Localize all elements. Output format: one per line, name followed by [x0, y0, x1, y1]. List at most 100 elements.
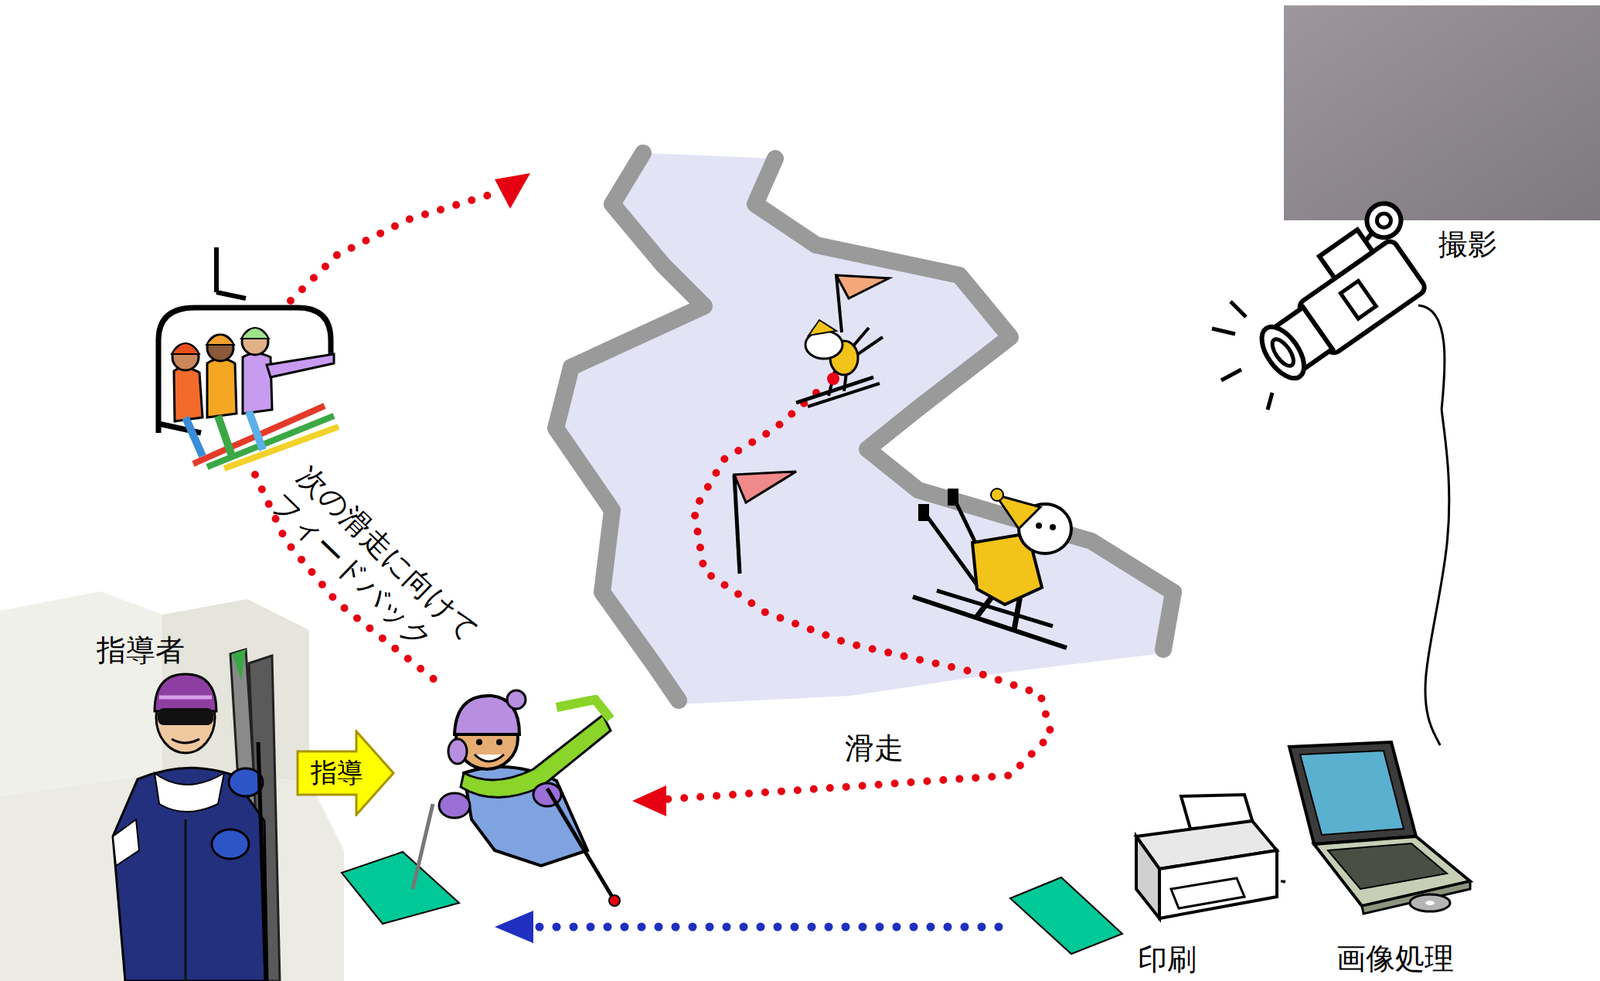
small-skier	[796, 320, 883, 407]
camcorder	[1232, 197, 1445, 388]
chairlift	[172, 343, 199, 371]
large-skier	[990, 488, 1004, 501]
chairlift	[217, 415, 232, 457]
large-skier	[975, 595, 994, 619]
slalom-flag	[836, 275, 889, 333]
instructor	[112, 649, 280, 981]
wire-connector	[1425, 409, 1450, 746]
chairlift	[171, 343, 200, 355]
laptop	[1425, 900, 1435, 906]
printer-label-box: 印刷	[1127, 790, 1283, 977]
instructor	[157, 708, 214, 726]
student-skier	[496, 738, 503, 746]
chairlift	[266, 354, 334, 378]
student-skier	[448, 738, 467, 764]
large-skier	[1035, 522, 1042, 529]
chairlift	[241, 328, 269, 355]
ski-slope	[555, 153, 1174, 705]
printer	[1159, 850, 1277, 919]
chairlift	[216, 292, 246, 299]
node-label: 画像処理	[1336, 941, 1454, 978]
background-blocks	[0, 591, 163, 797]
laptop	[1409, 894, 1451, 912]
student-skier	[507, 690, 526, 709]
laptop-label-box: 画像処理	[1285, 745, 1487, 978]
student-skier	[609, 895, 620, 906]
slalom-flag	[734, 471, 797, 503]
camcorder	[1267, 392, 1273, 410]
chairlift	[185, 417, 203, 457]
lift-arrowhead	[494, 173, 531, 209]
laptop	[1289, 742, 1471, 914]
student-skier	[474, 754, 504, 762]
run-arrowhead	[632, 785, 667, 817]
connector-group	[1425, 409, 1450, 746]
camcorder	[1253, 319, 1313, 385]
camcorder	[1360, 197, 1408, 245]
small-skier	[857, 337, 883, 355]
instructor	[231, 649, 246, 681]
feedback-note: 次の滑走に向けて フィードバック	[262, 457, 494, 685]
instructor	[154, 772, 225, 812]
chairlift	[207, 334, 234, 361]
ski-slope	[755, 158, 1174, 650]
slalom-flag	[734, 471, 797, 574]
instructor-label-box: 指導者	[92, 629, 286, 981]
camcorder	[1221, 369, 1242, 381]
printer	[1136, 836, 1160, 919]
camcorder	[1211, 328, 1236, 334]
background-blocks	[0, 591, 344, 981]
chairlift	[214, 247, 219, 293]
instructor	[159, 695, 212, 700]
instructor	[154, 674, 217, 712]
chairlift	[224, 426, 339, 469]
student-skier	[547, 788, 615, 901]
student-skier	[412, 803, 433, 889]
instructor	[184, 819, 188, 981]
instructor	[112, 819, 140, 866]
lift-trail	[290, 193, 495, 301]
node-label: 指導者	[96, 633, 185, 669]
instructor	[258, 742, 266, 981]
student-skier	[439, 793, 470, 818]
printer	[1171, 878, 1245, 909]
chairlift	[248, 411, 263, 450]
camcorder	[1230, 301, 1246, 317]
small-skier	[808, 320, 837, 336]
small-skier	[827, 372, 840, 385]
node-label: 撮影	[1438, 227, 1498, 263]
connector-group	[1282, 881, 1286, 882]
slalom-flag	[734, 474, 740, 574]
camera-label-box: 撮影	[1214, 224, 1516, 410]
node-label: 指導	[296, 756, 378, 789]
delivery-arrowhead	[494, 910, 534, 943]
camcorder	[1211, 197, 1445, 410]
instructor	[211, 829, 249, 859]
ski-slope	[555, 153, 705, 701]
slalom-flag	[836, 275, 889, 299]
printer	[1280, 880, 1286, 883]
camcorder	[1418, 305, 1445, 410]
printer	[1136, 794, 1286, 919]
instructor	[112, 767, 268, 981]
chairlift	[173, 367, 203, 422]
student-skier	[476, 738, 483, 746]
guidance-arrow: 指導	[296, 729, 395, 817]
laptop	[1361, 881, 1471, 914]
chairlift	[241, 327, 269, 339]
delivery-trail	[533, 922, 999, 932]
node-label: 印刷	[1137, 942, 1197, 978]
instructor	[171, 738, 200, 743]
camcorder	[1374, 211, 1394, 231]
laptop	[1300, 750, 1404, 835]
photo-panel	[1283, 5, 1600, 221]
large-skier	[1049, 524, 1056, 531]
laptop	[1327, 843, 1447, 889]
wire-connector	[1282, 880, 1286, 883]
run-label: 滑走	[844, 729, 938, 768]
printed-sheet	[341, 851, 460, 924]
student-skier	[412, 690, 620, 906]
laptop	[1289, 742, 1417, 845]
